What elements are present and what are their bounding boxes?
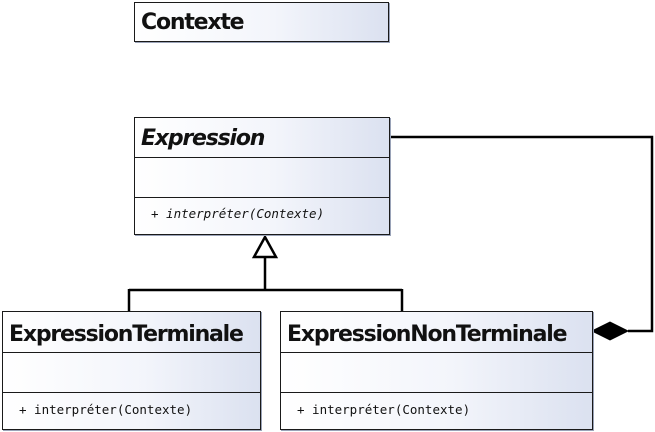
composition-diamond bbox=[590, 321, 630, 341]
class-expression-non-terminale[interactable]: ExpressionNonTerminale + interpréter(Con… bbox=[280, 311, 593, 430]
operation-interpreter-expression: + interpréter(Contexte) bbox=[151, 206, 325, 221]
operations-compartment-expression-non-terminale: + interpréter(Contexte) bbox=[281, 392, 592, 429]
operations-compartment-expression-terminale: + interpréter(Contexte) bbox=[3, 392, 260, 429]
class-name-expression-terminale: ExpressionTerminale bbox=[9, 322, 244, 347]
operation-interpreter-expression-non-terminale: + interpréter(Contexte) bbox=[297, 402, 471, 417]
attributes-compartment-expression-non-terminale bbox=[281, 352, 592, 392]
class-name-expression: Expression bbox=[141, 126, 265, 151]
attributes-compartment-expression-terminale bbox=[3, 352, 260, 392]
generalization-triangle bbox=[251, 234, 279, 259]
operation-interpreter-expression-terminale: + interpréter(Contexte) bbox=[19, 402, 193, 417]
attributes-compartment-expression bbox=[135, 157, 389, 197]
class-contexte[interactable]: Contexte bbox=[134, 2, 389, 42]
class-expression[interactable]: Expression + interpréter(Contexte) bbox=[134, 117, 390, 235]
class-name-expression-non-terminale: ExpressionNonTerminale bbox=[287, 322, 568, 347]
composition-line bbox=[390, 135, 654, 333]
class-expression-terminale[interactable]: ExpressionTerminale + interpréter(Contex… bbox=[2, 311, 261, 430]
operations-compartment-expression: + interpréter(Contexte) bbox=[135, 197, 389, 234]
class-name-contexte: Contexte bbox=[141, 10, 245, 35]
